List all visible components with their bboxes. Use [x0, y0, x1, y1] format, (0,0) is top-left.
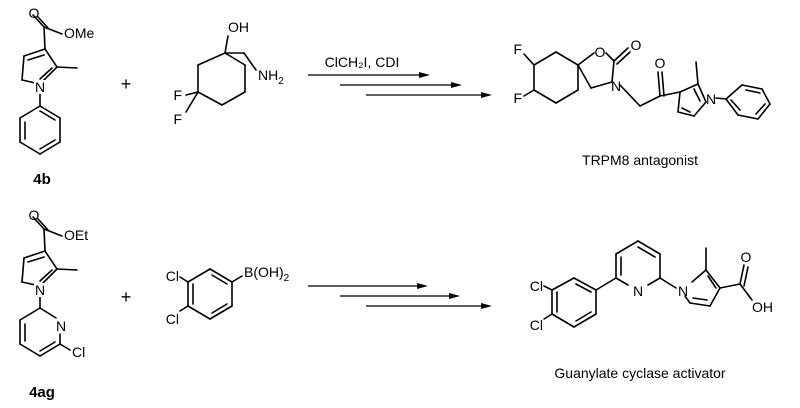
atom-n-pyrrole: N: [678, 283, 688, 299]
reactant-4ag-structure: O OEt N N Cl: [19, 207, 88, 360]
atom-cl-1: Cl: [166, 268, 179, 284]
reagents-label: ClCH₂I, CDI: [325, 54, 400, 70]
product-label-guanylate: Guanylate cyclase activator: [554, 365, 726, 381]
multistep-arrow-1: [308, 72, 492, 98]
boronic-acid-structure: Cl Cl B(OH)2: [166, 264, 290, 327]
atom-n-pyrrole: N: [35, 282, 45, 298]
amino-alcohol-structure: OH NH2 F F: [173, 19, 284, 127]
atom-n-pyridine: N: [633, 283, 643, 299]
atom-cl-2: Cl: [166, 311, 179, 327]
atom-n: N: [35, 79, 45, 95]
atom-oh: OH: [228, 19, 249, 35]
atom-cl-1: Cl: [530, 278, 543, 294]
atom-o-ring: O: [595, 44, 606, 60]
atom-f-2: F: [513, 90, 522, 106]
atom-f-2: F: [173, 111, 182, 127]
atom-n-pyridine: N: [56, 318, 66, 334]
guanylate-cyclase-activator-structure: Cl Cl N N O OH: [530, 240, 773, 333]
atom-n-pyrrole: N: [706, 91, 716, 107]
atom-o-ketone: O: [655, 55, 666, 71]
atom-f-1: F: [513, 41, 522, 57]
atom-boronic: B(OH)2: [244, 264, 290, 284]
atom-nh2: NH2: [258, 67, 284, 87]
compound-label-4b: 4b: [33, 171, 51, 188]
trpm8-antagonist-structure: F F O O N O N: [513, 37, 771, 120]
multistep-arrow-2: [308, 283, 492, 309]
atom-o: O: [29, 5, 40, 21]
atom-o: O: [29, 207, 40, 223]
atom-ome: OMe: [64, 25, 95, 41]
atom-cl-2: Cl: [530, 317, 543, 333]
plus-sign-2: +: [121, 287, 132, 307]
compound-label-4ag: 4ag: [29, 384, 55, 401]
reactant-4b-structure: O OMe N: [19, 5, 95, 155]
atom-f-1: F: [173, 87, 182, 103]
atom-oet: OEt: [64, 227, 88, 243]
product-label-trpm8: TRPM8 antagonist: [582, 152, 698, 168]
atom-cl: Cl: [72, 344, 85, 360]
plus-sign: +: [121, 74, 132, 94]
atom-o-carbonyl: O: [741, 249, 752, 265]
atom-n-ring: N: [611, 78, 621, 94]
atom-oh: OH: [752, 299, 773, 315]
atom-o-carbonyl: O: [631, 37, 642, 53]
